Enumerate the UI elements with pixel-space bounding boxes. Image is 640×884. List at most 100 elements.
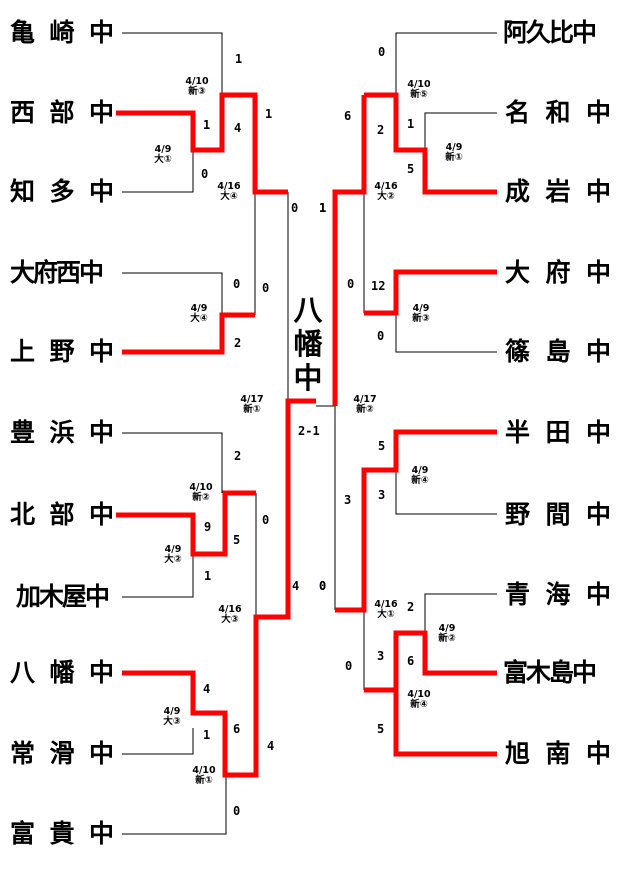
match-round: 新① (195, 775, 213, 786)
bracket-line (424, 112, 497, 150)
winner-path (364, 269, 497, 316)
team-left-ueno: 上野中 (10, 337, 114, 366)
bracket-line (395, 313, 497, 353)
score: 0 (378, 45, 386, 59)
bracket-line (395, 470, 497, 515)
bracket-line (122, 554, 194, 598)
final-score: 2-1 (298, 424, 320, 438)
winner-path (335, 429, 497, 613)
match-round: 新④ (410, 699, 428, 710)
match-round: 新② (438, 633, 456, 644)
match-round: 新③ (412, 313, 430, 324)
score: 0 (233, 277, 241, 291)
bracket-line (424, 593, 497, 633)
team-left-obu-nishi: 大府西中 (10, 258, 104, 287)
bracket-line (122, 432, 223, 493)
team-right-narawa: 成岩中 (505, 177, 611, 206)
match-date: 4/9 (412, 303, 430, 314)
score: 2 (377, 123, 385, 137)
score: 1 (265, 107, 273, 121)
winner-path (332, 95, 367, 406)
score: 3 (344, 493, 352, 507)
team-right-nawa: 名和中 (505, 98, 611, 127)
match-date: 4/9 (445, 142, 463, 153)
score: 6 (407, 654, 415, 668)
score: 1 (319, 201, 327, 215)
match-date: 4/9 (438, 623, 456, 634)
match-round: 新③ (188, 86, 206, 97)
score: 0 (319, 579, 327, 593)
match-round: 新① (243, 404, 261, 415)
match-date: 4/10 (407, 79, 431, 90)
match-round: 大③ (221, 614, 239, 625)
score: 4 (234, 121, 242, 135)
team-right-fukijima: 富木島中 (503, 658, 597, 687)
match-date: 4/10 (185, 76, 209, 87)
bracket-line (122, 150, 194, 193)
match-date: 4/10 (189, 482, 213, 493)
score: 0 (233, 804, 241, 818)
match-round: 新② (192, 492, 210, 503)
match-date: 4/16 (374, 181, 398, 192)
winner-path (122, 398, 316, 778)
match-round: 新⑤ (410, 89, 428, 100)
team-left-hokubu: 北部中 (10, 500, 114, 529)
score: 1 (407, 117, 415, 131)
team-right-handa: 半田中 (505, 418, 611, 447)
score: 2 (407, 600, 415, 614)
score: 6 (344, 109, 352, 123)
winner-path (364, 92, 497, 195)
match-round: 大② (164, 554, 182, 565)
team-right-obu: 大府中 (505, 258, 611, 287)
champion-label: 八 幡 中 (286, 293, 330, 395)
team-right-agui: 阿久比中 (503, 18, 597, 47)
score: 5 (407, 162, 415, 176)
team-left-yawata: 八幡中 (10, 658, 114, 687)
match-date: 4/16 (218, 604, 242, 615)
match-date: 4/9 (164, 544, 182, 555)
match-date: 4/16 (217, 181, 241, 192)
score: 0 (319, 579, 327, 593)
score: 4 (267, 739, 275, 753)
score: 5 (377, 722, 385, 736)
team-right-noma: 野間中 (505, 500, 611, 529)
team-left-tokoname: 常滑中 (10, 739, 114, 768)
champion-char: 八 (293, 293, 323, 327)
score: 12 (371, 279, 386, 293)
match-date: 4/16 (374, 599, 398, 610)
score: 3 (378, 488, 386, 502)
match-round: 大② (377, 191, 395, 202)
match-round: 大④ (220, 191, 238, 202)
match-date: 4/9 (190, 303, 208, 314)
winner-path (116, 92, 288, 195)
team-left-kagiya: 加木屋中 (16, 582, 110, 611)
match-date: 4/17 (240, 394, 264, 405)
score: 4 (292, 579, 300, 593)
bracket-line (122, 775, 227, 835)
winner-path (364, 630, 497, 693)
team-left-toyohama: 豊浜中 (10, 418, 114, 447)
match-round: 新④ (411, 475, 429, 486)
score: 3 (377, 649, 385, 663)
match-round: 新① (445, 152, 463, 163)
team-left-chita: 知多中 (10, 177, 114, 206)
champion-char: 幡 (293, 327, 323, 361)
match-round: 大① (377, 609, 395, 620)
bracket-line (122, 32, 223, 95)
